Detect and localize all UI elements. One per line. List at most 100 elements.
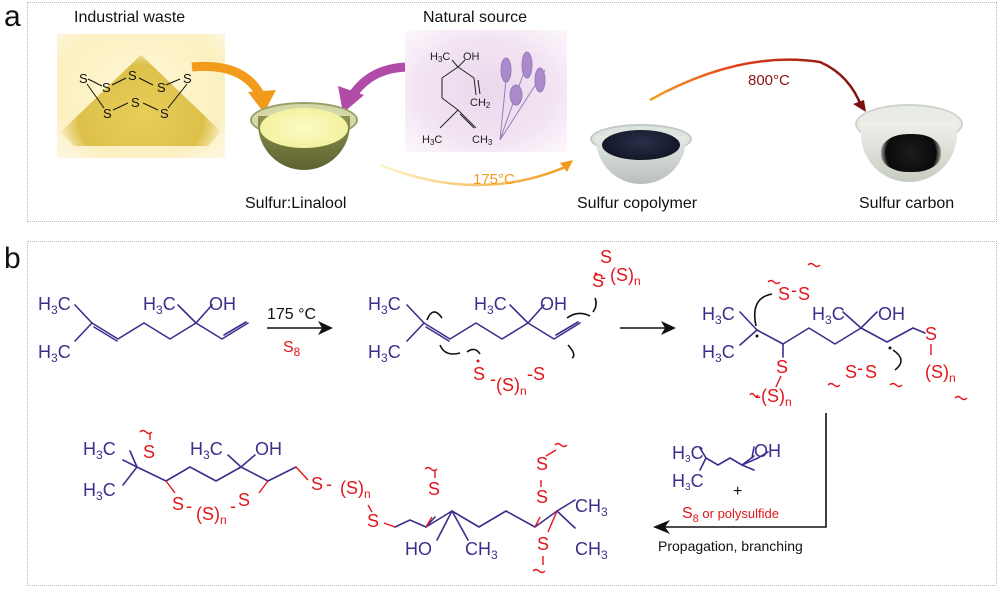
svg-text:OH: OH [255, 439, 282, 459]
linalool-reactant: H3C H3C H3C OH [38, 294, 249, 365]
svg-text:CH3: CH3 [465, 539, 498, 562]
svg-text:-: - [600, 267, 606, 287]
sulfur-linalool-bowl [250, 102, 358, 192]
panel-b-frame [27, 241, 997, 586]
svg-text:OH: OH [878, 304, 905, 324]
svg-text:S: S [865, 362, 877, 382]
svg-text:H3C: H3C [368, 294, 401, 317]
svg-text:S: S [367, 511, 379, 531]
linalool-small: H3C H3C OH + S8 or polysulfide [672, 441, 781, 525]
svg-text:S: S [537, 534, 549, 554]
panel-a-frame [27, 2, 997, 222]
svg-text:OH: OH [754, 441, 781, 461]
sulfur-powder-image [57, 34, 225, 158]
svg-text:OH: OH [540, 294, 567, 314]
conditions-temp: 175 °C [267, 306, 316, 323]
sulfur-linalool-caption: Sulfur:Linalool [245, 195, 347, 212]
svg-text:H3C: H3C [143, 294, 176, 317]
svg-text:H3C: H3C [38, 342, 71, 365]
svg-text:S: S [536, 487, 548, 507]
svg-text:H3C: H3C [430, 51, 450, 64]
svg-text:-: - [791, 280, 797, 300]
svg-text:CH3: CH3 [472, 134, 493, 147]
svg-text:S: S [160, 106, 169, 121]
sulfur-copolymer-bowl [590, 124, 692, 196]
svg-text:(S)n: (S)n [925, 362, 956, 385]
svg-text:-: - [490, 369, 496, 389]
svg-text:S: S [238, 490, 250, 510]
panel-b-label: b [4, 242, 21, 275]
svg-text:-: - [186, 496, 192, 516]
reagent-label: S8 or polysulfide [682, 505, 779, 525]
svg-text:H3C: H3C [83, 439, 116, 462]
svg-text:S: S [103, 106, 112, 121]
temperature-800c: 800°C [748, 72, 790, 89]
plus-sign: + [733, 483, 742, 500]
svg-text:H3C: H3C [422, 134, 442, 147]
svg-text:HO: HO [405, 539, 432, 559]
svg-text:H3C: H3C [190, 439, 223, 462]
svg-text:H3C: H3C [368, 342, 401, 365]
conditions-s8: S8 [283, 339, 301, 359]
svg-text:S: S [128, 68, 137, 83]
natural-source-title: Natural source [423, 9, 528, 26]
svg-text:H3C: H3C [812, 304, 845, 327]
svg-text:-: - [857, 358, 863, 378]
svg-text:S: S [845, 362, 857, 382]
svg-text:S: S [102, 80, 111, 95]
s8-atom: S [79, 71, 88, 86]
svg-text:(S)n: (S)n [196, 504, 227, 527]
svg-text:S: S [533, 364, 545, 384]
svg-text:-: - [527, 364, 533, 384]
svg-text:H3C: H3C [672, 443, 704, 465]
sulfur-carbon-caption: Sulfur carbon [859, 195, 955, 212]
intermediate-2: H3C H3C H3C OH S-S S -(S)n S-S S (S)n [702, 262, 968, 409]
svg-text:S: S [776, 357, 788, 377]
svg-text:(S)n: (S)n [340, 478, 371, 501]
industrial-waste-title: Industrial waste [74, 9, 186, 26]
svg-text:S: S [778, 284, 790, 304]
svg-text:S: S [798, 284, 810, 304]
svg-text:H3C: H3C [474, 294, 507, 317]
svg-text:OH: OH [209, 294, 236, 314]
svg-text:-(S)n: -(S)n [755, 386, 792, 409]
panel-a-label: a [4, 0, 21, 33]
svg-text:S: S [925, 324, 937, 344]
intermediate-1: H3C H3C H3C OH S - (S)n - S S - (S)n S [368, 247, 641, 398]
crosslinked-polymer: H3C H3C H3C OH S S - (S)n - S S - (S)n S… [83, 429, 608, 574]
reaction-arrow-1: 175 °C S8 [267, 306, 333, 359]
svg-text:H3C: H3C [83, 480, 116, 503]
svg-text:CH3: CH3 [575, 539, 608, 562]
svg-text:S: S [157, 80, 166, 95]
svg-text:CH3: CH3 [575, 496, 608, 519]
propagation-arrow [653, 413, 827, 534]
svg-text:H3C: H3C [672, 471, 704, 493]
svg-text:(S)n: (S)n [496, 375, 527, 398]
svg-text:S: S [600, 247, 612, 267]
svg-text:H3C: H3C [38, 294, 71, 317]
svg-text:S: S [473, 364, 485, 384]
svg-text:(S)n: (S)n [610, 265, 641, 288]
svg-text:S: S [172, 494, 184, 514]
svg-text:S: S [311, 474, 323, 494]
svg-text:-: - [326, 474, 332, 494]
svg-text:S: S [183, 71, 192, 86]
svg-text:S: S [592, 271, 604, 291]
svg-text:H3C: H3C [702, 342, 735, 365]
svg-text:-: - [230, 496, 236, 516]
temperature-175c: 175°C [473, 171, 515, 188]
svg-text:S: S [536, 454, 548, 474]
propagation-label: Propagation, branching [658, 538, 803, 554]
svg-text:S: S [143, 442, 155, 462]
svg-text:S: S [428, 479, 440, 499]
svg-text:CH2: CH2 [470, 97, 491, 110]
sulfur-copolymer-caption: Sulfur copolymer [577, 195, 698, 212]
svg-text:OH: OH [463, 51, 480, 63]
svg-text:S: S [131, 95, 140, 110]
